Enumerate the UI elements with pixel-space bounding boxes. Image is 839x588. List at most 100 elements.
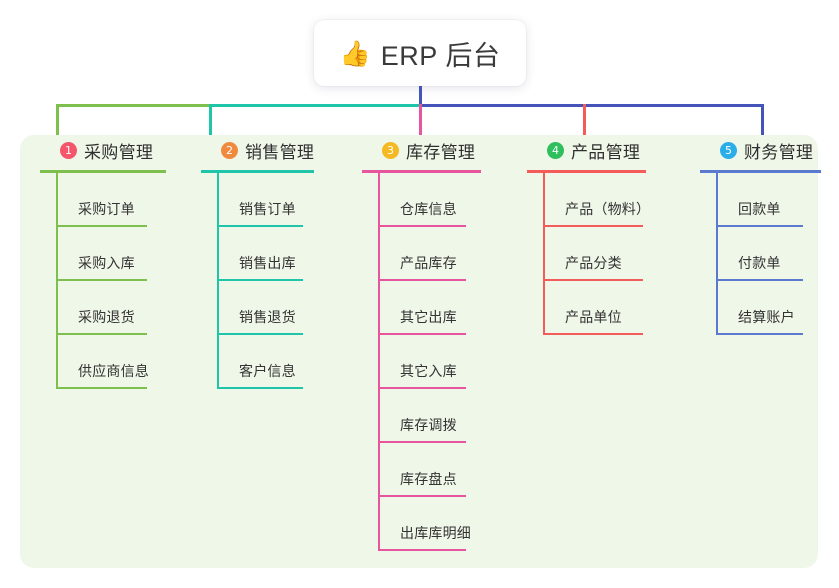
branch-item-rule [378, 387, 466, 389]
branch-item-rule [378, 495, 466, 497]
branch-children-1: 采购订单 采购入库 采购退货 供应商信息 [40, 173, 200, 389]
branch-title-2: 销售管理 [245, 142, 315, 162]
branch-item-label: 库存盘点 [400, 471, 457, 487]
branch-item-label: 库存调拨 [400, 417, 457, 433]
bus-segment-3 [419, 104, 764, 107]
branch-item-label: 产品分类 [565, 255, 622, 271]
branch-item-rule [378, 333, 466, 335]
branch-item-rule [56, 387, 147, 389]
branch-item-label: 客户信息 [239, 363, 296, 379]
branch-item-label: 采购订单 [78, 201, 135, 217]
branch-item-rule [217, 225, 303, 227]
branch-title-4: 产品管理 [571, 142, 641, 162]
branch-header-3[interactable]: 3 库存管理 [362, 135, 527, 165]
branch-item-label: 采购入库 [78, 255, 135, 271]
branch-children-5: 回款单 付款单 结算账户 [700, 173, 839, 335]
bus-segment-2 [209, 104, 421, 107]
branch-header-5[interactable]: 5 财务管理 [700, 135, 839, 165]
branch-item[interactable]: 采购退货 [40, 281, 200, 335]
diagram-panel: 1 采购管理 采购订单 采购入库 采购退货 供应商信息 [20, 135, 821, 568]
branch-spine-1 [56, 173, 58, 389]
branch-header-1[interactable]: 1 采购管理 [40, 135, 200, 165]
root-stem-connector [419, 86, 422, 106]
branch-item-rule [378, 225, 466, 227]
branch-item-rule [217, 387, 303, 389]
branch-item[interactable]: 供应商信息 [40, 335, 200, 389]
branch-item[interactable]: 采购订单 [40, 173, 200, 227]
branch-spine-4 [543, 173, 545, 335]
root-node-content: 👍 ERP 后台 [340, 34, 501, 73]
branch-header-4[interactable]: 4 产品管理 [527, 135, 692, 165]
thumbs-up-icon: 👍 [339, 39, 371, 68]
branch-title-1: 采购管理 [84, 142, 154, 162]
drop-connector-2 [209, 104, 212, 137]
branch-item[interactable]: 仓库信息 [362, 173, 527, 227]
branch-badge-4: 4 [547, 141, 564, 159]
branch-children-3: 仓库信息 产品库存 其它出库 其它入库 库存调拨 库存盘点 [362, 173, 527, 551]
branch-item-label: 出库库明细 [400, 525, 471, 541]
branch-item[interactable]: 销售退货 [201, 281, 359, 335]
branch-item-rule [716, 279, 803, 281]
branch-item-rule [217, 279, 303, 281]
branch-item[interactable]: 库存调拨 [362, 389, 527, 443]
branch-spine-3 [378, 173, 380, 551]
branch-item[interactable]: 产品（物料） [527, 173, 692, 227]
branch-item[interactable]: 其它入库 [362, 335, 527, 389]
branch-item[interactable]: 其它出库 [362, 281, 527, 335]
branch-item-rule [378, 549, 466, 551]
branch-title-3: 库存管理 [406, 142, 476, 162]
branch-rule-5 [700, 170, 821, 173]
drop-connector-4 [583, 104, 586, 137]
branch-item-rule [378, 279, 466, 281]
branch-item[interactable]: 回款单 [700, 173, 839, 227]
branch-item[interactable]: 销售订单 [201, 173, 359, 227]
bus-segment-1 [56, 104, 209, 107]
branch-item-label: 产品库存 [400, 255, 457, 271]
branch-item-label: 付款单 [738, 255, 781, 271]
branch-item-label: 其它入库 [400, 363, 457, 379]
branch-item[interactable]: 产品分类 [527, 227, 692, 281]
branch-rule-4 [527, 170, 646, 173]
branch-column-3: 3 库存管理 仓库信息 产品库存 其它出库 其它入库 库存调拨 [362, 135, 527, 551]
branch-item-rule [716, 225, 803, 227]
branch-item[interactable]: 产品库存 [362, 227, 527, 281]
root-node-label: ERP 后台 [380, 40, 501, 71]
branch-column-2: 2 销售管理 销售订单 销售出库 销售退货 客户信息 [201, 135, 359, 389]
branch-item-label: 产品（物料） [565, 201, 651, 217]
branch-item[interactable]: 采购入库 [40, 227, 200, 281]
branch-column-5: 5 财务管理 回款单 付款单 结算账户 [700, 135, 839, 335]
branch-item-label: 销售退货 [239, 309, 296, 325]
branch-item-label: 其它出库 [400, 309, 457, 325]
branch-rule-2 [201, 170, 314, 173]
branch-column-4: 4 产品管理 产品（物料） 产品分类 产品单位 [527, 135, 692, 335]
branch-item-label: 回款单 [738, 201, 781, 217]
branch-item[interactable]: 出库库明细 [362, 497, 527, 551]
branch-item[interactable]: 结算账户 [700, 281, 839, 335]
root-node[interactable]: 👍 ERP 后台 [314, 20, 526, 86]
drop-connector-5 [761, 104, 764, 137]
branch-badge-2: 2 [221, 141, 238, 159]
branch-item-rule [543, 225, 643, 227]
branch-title-5: 财务管理 [744, 142, 814, 162]
branch-rule-1 [40, 170, 166, 173]
branch-item[interactable]: 库存盘点 [362, 443, 527, 497]
branch-children-2: 销售订单 销售出库 销售退货 客户信息 [201, 173, 359, 389]
branch-item-label: 销售订单 [239, 201, 296, 217]
branch-rule-3 [362, 170, 481, 173]
branch-item-rule [56, 333, 147, 335]
branch-item-rule [378, 441, 466, 443]
branch-item-rule [56, 279, 147, 281]
branch-header-2[interactable]: 2 销售管理 [201, 135, 359, 165]
branch-item-rule [543, 333, 643, 335]
branch-item[interactable]: 销售出库 [201, 227, 359, 281]
branch-item[interactable]: 产品单位 [527, 281, 692, 335]
branch-item[interactable]: 付款单 [700, 227, 839, 281]
branch-badge-3: 3 [382, 141, 399, 159]
branch-item-label: 结算账户 [738, 309, 795, 325]
branch-item-rule [56, 225, 147, 227]
branch-item-label: 销售出库 [239, 255, 296, 271]
branch-column-1: 1 采购管理 采购订单 采购入库 采购退货 供应商信息 [40, 135, 200, 389]
branch-item[interactable]: 客户信息 [201, 335, 359, 389]
branch-children-4: 产品（物料） 产品分类 产品单位 [527, 173, 692, 335]
branch-item-label: 产品单位 [565, 309, 622, 325]
